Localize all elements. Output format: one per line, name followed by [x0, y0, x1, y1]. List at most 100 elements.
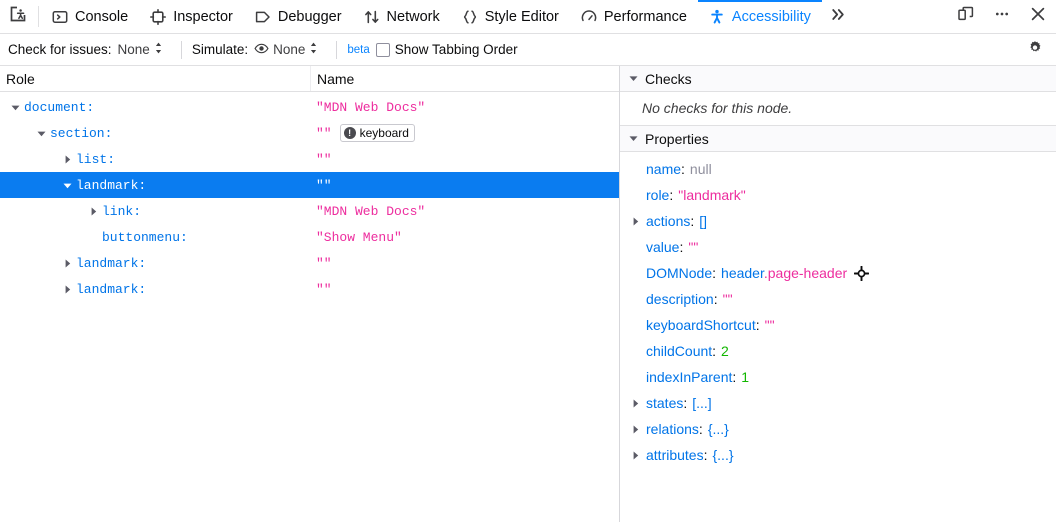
tree-column-header: Role Name: [0, 66, 619, 92]
tree-row-name-cell: "MDN Web Docs": [310, 204, 619, 219]
tree-row[interactable]: section:""!keyboard: [0, 120, 619, 146]
property-row[interactable]: description:"": [620, 286, 1056, 312]
tree-row-name-label: "": [316, 178, 332, 193]
twisty-collapsed-icon[interactable]: [60, 256, 74, 270]
accessibility-picker-button[interactable]: [0, 0, 36, 33]
property-key: description: [646, 291, 714, 307]
twisty-collapsed-icon[interactable]: [628, 448, 642, 462]
property-value-domnode[interactable]: header.page-header: [721, 265, 847, 281]
tab-style-editor-label: Style Editor: [485, 9, 559, 25]
property-row[interactable]: attributes:{...}: [620, 442, 1056, 468]
show-tabbing-order-checkbox[interactable]: Show Tabbing Order: [376, 42, 518, 57]
property-row[interactable]: relations:{...}: [620, 416, 1056, 442]
property-key: value: [646, 239, 679, 255]
tree-row-name-cell: "MDN Web Docs": [310, 100, 619, 115]
tree-row-role-cell: list:: [0, 152, 310, 167]
twisty-collapsed-icon[interactable]: [628, 422, 642, 436]
twisty-collapsed-icon[interactable]: [628, 214, 642, 228]
tabbar-left-group: Console Inspector Deb: [0, 0, 855, 33]
check-for-issues-group: Check for issues: None: [8, 41, 171, 58]
twisty-expanded-icon[interactable]: [34, 126, 48, 140]
tree-row-role-label: section:: [50, 126, 112, 141]
checks-section-header[interactable]: Checks: [620, 66, 1056, 92]
tab-debugger[interactable]: Debugger: [244, 0, 353, 33]
properties-list[interactable]: name:nullrole:"landmark"actions:[]value:…: [620, 152, 1056, 468]
no-checks-message: No checks for this node.: [620, 92, 1056, 126]
property-row[interactable]: name: null: [620, 156, 1056, 182]
property-value: 2: [721, 343, 729, 359]
audit-badge[interactable]: !keyboard: [340, 124, 415, 142]
tree-row-role-label: buttonmenu:: [102, 230, 188, 245]
accessibility-tree[interactable]: document:"MDN Web Docs"section:""!keyboa…: [0, 92, 619, 522]
property-row[interactable]: keyboardShortcut:"": [620, 312, 1056, 338]
twisty-expanded-icon[interactable]: [60, 178, 74, 192]
check-for-issues-select[interactable]: None: [118, 41, 163, 58]
tree-row-name-label: "": [316, 152, 332, 167]
gear-icon: [1026, 39, 1044, 60]
tree-row-role-cell: landmark:: [0, 282, 310, 297]
accessibility-details-pane: Checks No checks for this node. Properti…: [620, 66, 1056, 522]
tree-row[interactable]: document: "MDN Web Docs": [0, 94, 619, 120]
tree-row-name-cell: "": [310, 282, 619, 297]
responsive-design-mode-button[interactable]: [948, 0, 984, 33]
tree-row-role-cell: section:: [0, 126, 310, 141]
tree-row-role-label: document:: [24, 100, 94, 115]
tab-accessibility[interactable]: Accessibility: [698, 0, 822, 33]
property-row[interactable]: role:"landmark": [620, 182, 1056, 208]
property-colon: :: [681, 161, 685, 177]
toolbar-divider: [38, 6, 39, 27]
property-value: null: [690, 161, 712, 177]
property-key: states: [646, 395, 683, 411]
property-row[interactable]: DOMNode:header.page-header: [620, 260, 1056, 286]
checks-body: No checks for this node.: [620, 92, 1056, 126]
column-header-name[interactable]: Name: [310, 66, 619, 91]
toolbar-divider: [181, 41, 182, 59]
properties-title: Properties: [645, 131, 709, 147]
tree-row-name-cell: "Show Menu": [310, 230, 619, 245]
style-editor-icon: [462, 9, 478, 25]
tree-row[interactable]: link:"MDN Web Docs": [0, 198, 619, 224]
tree-row-name-cell: "": [310, 178, 619, 193]
tab-debugger-label: Debugger: [278, 9, 342, 25]
property-value: [...]: [692, 395, 711, 411]
updown-arrows-icon: [309, 41, 318, 58]
tab-console[interactable]: Console: [41, 0, 139, 33]
eye-icon: [254, 41, 269, 59]
twisty-collapsed-icon[interactable]: [60, 152, 74, 166]
performance-icon: [581, 9, 597, 25]
tree-row[interactable]: list: "": [0, 146, 619, 172]
property-row[interactable]: childCount:2: [620, 338, 1056, 364]
tabs-overflow-button[interactable]: [822, 0, 855, 33]
twisty-collapsed-icon[interactable]: [628, 396, 642, 410]
tree-row-name-label: "MDN Web Docs": [316, 100, 425, 115]
close-devtools-button[interactable]: [1020, 0, 1056, 33]
twisty-collapsed-icon[interactable]: [86, 204, 100, 218]
tree-row[interactable]: landmark:"": [0, 250, 619, 276]
chevron-down-icon: [628, 71, 639, 87]
property-row[interactable]: actions:[]: [620, 208, 1056, 234]
tab-style-editor[interactable]: Style Editor: [451, 0, 570, 33]
tab-inspector-label: Inspector: [173, 9, 233, 25]
properties-section-header[interactable]: Properties: [620, 126, 1056, 152]
property-key: name: [646, 161, 681, 177]
twisty-expanded-icon[interactable]: [8, 100, 22, 114]
tab-network[interactable]: Network: [353, 0, 451, 33]
accessibility-settings-button[interactable]: [1020, 39, 1050, 60]
devtools-menu-button[interactable]: [984, 0, 1020, 33]
property-row[interactable]: indexInParent:1: [620, 364, 1056, 390]
twisty-collapsed-icon[interactable]: [60, 282, 74, 296]
tree-row[interactable]: landmark:"": [0, 276, 619, 302]
simulate-select[interactable]: None: [254, 41, 318, 59]
tab-performance[interactable]: Performance: [570, 0, 698, 33]
tabbar-right-group: [948, 0, 1056, 33]
tab-network-label: Network: [387, 9, 440, 25]
target-highlight-icon[interactable]: [854, 266, 869, 281]
tree-row[interactable]: buttonmenu: "Show Menu": [0, 224, 619, 250]
column-header-role[interactable]: Role: [0, 71, 310, 87]
property-colon: :: [712, 265, 716, 281]
tab-inspector[interactable]: Inspector: [139, 0, 244, 33]
property-row[interactable]: value:"": [620, 234, 1056, 260]
tree-row[interactable]: landmark:"": [0, 172, 619, 198]
property-row[interactable]: states:[...]: [620, 390, 1056, 416]
